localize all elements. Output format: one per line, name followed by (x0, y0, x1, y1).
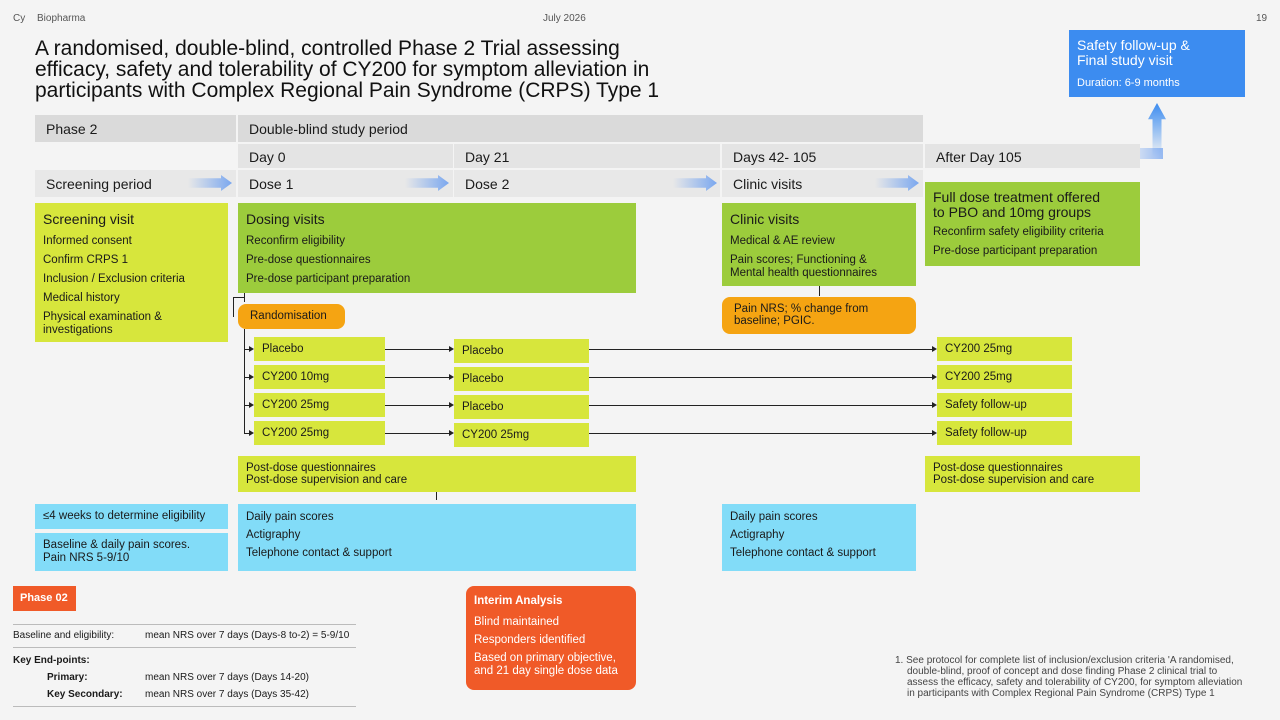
arm-branch (244, 377, 250, 378)
arm-after: Safety follow-up (937, 393, 1072, 417)
days42-bar: Days 42- 105 (722, 144, 923, 168)
arm-arrow (589, 349, 932, 350)
arm-arrow (589, 433, 932, 434)
arrow-right-icon (405, 175, 449, 191)
arms-connector (244, 329, 245, 433)
arm-branch (244, 405, 250, 406)
arrow-right-icon (673, 175, 717, 191)
arm-after: Safety follow-up (937, 421, 1072, 445)
divider (13, 647, 356, 648)
arm-arrow (589, 377, 932, 378)
interim-analysis-box: Interim Analysis Blind maintained Respon… (466, 586, 636, 690)
footnote: 1. See protocol for complete list of inc… (895, 655, 1243, 699)
arm-dose1: CY200 10mg (254, 365, 385, 389)
post-dose-box-2: Post-dose questionnaires Post-dose super… (925, 456, 1140, 492)
arm-branch (244, 349, 250, 350)
arm-arrow (589, 405, 932, 406)
arrowhead-icon (249, 346, 254, 352)
connector (234, 297, 244, 298)
arm-arrow (385, 433, 449, 434)
arrowhead-icon (449, 346, 454, 352)
day0-bar: Day 0 (238, 144, 453, 168)
secondary-label: Key Secondary: (47, 689, 123, 700)
key-endpoints-label: Key End-points: (13, 655, 90, 666)
arm-arrow (385, 377, 449, 378)
daily-box: Daily pain scores Actigraphy Telephone c… (238, 504, 636, 571)
baseline-box: Baseline & daily pain scores. Pain NRS 5… (35, 533, 228, 571)
page-title: A randomised, double-blind, controlled P… (35, 37, 660, 102)
arrowhead-icon (249, 374, 254, 380)
baseline-label: Baseline and eligibility: (13, 630, 115, 641)
arrow-right-icon (875, 175, 919, 191)
after-day105-bar: After Day 105 (925, 144, 1140, 168)
arm-dose2: Placebo (454, 367, 589, 391)
logo: Cy (13, 13, 26, 24)
arrowhead-icon (449, 402, 454, 408)
arrowhead-icon (932, 402, 937, 408)
arrowhead-icon (932, 346, 937, 352)
divider (13, 624, 356, 625)
secondary-value: mean NRS over 7 days (Days 35-42) (145, 689, 309, 700)
connector (244, 293, 245, 302)
arm-dose1: CY200 25mg (254, 421, 385, 445)
arrowhead-icon (449, 374, 454, 380)
date: July 2026 (543, 13, 586, 24)
baseline-value: mean NRS over 7 days (Days-8 to-2) = 5-9… (145, 630, 350, 641)
primary-label: Primary: (47, 672, 88, 683)
connector (819, 286, 820, 296)
page-number: 19 (1256, 13, 1268, 24)
daily-box-2: Daily pain scores Actigraphy Telephone c… (722, 504, 916, 571)
arrowhead-icon (932, 374, 937, 380)
arm-after: CY200 25mg (937, 337, 1072, 361)
dose2-period: Dose 2 (454, 170, 720, 197)
arm-dose2: CY200 25mg (454, 423, 589, 447)
divider (13, 706, 356, 707)
arrowhead-icon (249, 402, 254, 408)
double-blind-bar: Double-blind study period (238, 115, 923, 142)
arm-arrow (385, 349, 449, 350)
full-dose-box: Full dose treatment offered to PBO and 1… (925, 182, 1140, 266)
day21-bar: Day 21 (454, 144, 720, 168)
eligibility-box: ≤4 weeks to determine eligibility (35, 504, 228, 529)
safety-followup-box: Safety follow-up & Final study visit Dur… (1069, 30, 1245, 97)
company-name: Biopharma (37, 13, 86, 24)
dosing-visits-box: Dosing visits Reconfirm eligibility Pre-… (238, 203, 636, 293)
connector-arrow (1123, 148, 1163, 159)
phase-bar: Phase 2 (35, 115, 236, 142)
randomisation-pill: Randomisation (238, 304, 345, 329)
arm-dose2: Placebo (454, 339, 589, 363)
pain-nrs-box: Pain NRS; % change from baseline; PGIC. (722, 297, 916, 334)
arrow-right-icon (188, 175, 232, 191)
arm-dose1: CY200 25mg (254, 393, 385, 417)
arrowhead-icon (932, 430, 937, 436)
connector (436, 492, 437, 500)
connector (233, 297, 234, 317)
primary-value: mean NRS over 7 days (Days 14-20) (145, 672, 309, 683)
arm-dose2: Placebo (454, 395, 589, 419)
arm-arrow (385, 405, 449, 406)
arm-branch (244, 433, 250, 434)
phase-badge: Phase 02 (13, 586, 76, 611)
clinic-visits-box: Clinic visits Medical & AE review Pain s… (722, 203, 916, 286)
screening-visit-box: Screening visit Informed consent Confirm… (35, 203, 228, 342)
arrowhead-icon (249, 430, 254, 436)
up-arrow-icon (1148, 103, 1166, 157)
arm-after: CY200 25mg (937, 365, 1072, 389)
post-dose-box: Post-dose questionnaires Post-dose super… (238, 456, 636, 492)
arrowhead-icon (449, 430, 454, 436)
arm-dose1: Placebo (254, 337, 385, 361)
